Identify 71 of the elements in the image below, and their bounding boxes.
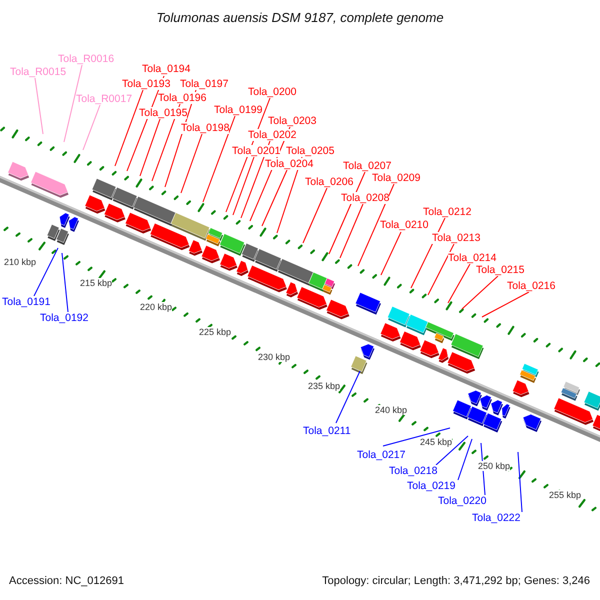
leader-line (458, 438, 472, 480)
gene-label: Tola_0222 (472, 512, 520, 524)
scale-label: 245 kbp (420, 437, 452, 447)
leader-line (358, 184, 394, 266)
leader-line (428, 244, 454, 296)
scale-label: 210 kbp (4, 257, 36, 267)
leader-line (262, 170, 288, 226)
scale-label: 240 kbp (375, 405, 408, 415)
leader-line (34, 248, 58, 296)
gene-label: Tola_0203 (268, 115, 316, 127)
gene-label: Tola_R0016 (58, 53, 114, 65)
gene-label: Tola_0194 (142, 63, 190, 75)
scale-label: 215 kbp (80, 278, 112, 288)
gene-label: Tola_0196 (158, 92, 206, 104)
gene-label: Tola_0191 (2, 296, 50, 308)
leader-line (62, 252, 68, 312)
gene-label: Tola_0200 (248, 86, 296, 98)
leader-line (302, 188, 328, 244)
leader-line (382, 428, 450, 446)
gene-label: Tola_0216 (507, 280, 556, 292)
leader-line (34, 78, 44, 134)
gene-label: Tola_0192 (40, 312, 88, 324)
leader-line (336, 370, 360, 424)
gene-label: Tola_0205 (286, 145, 334, 157)
leader-line (482, 292, 530, 318)
leader-line (232, 156, 254, 216)
gene-label: Tola_R0015 (10, 66, 66, 78)
leader-line (448, 264, 470, 304)
gene-label: Tola_0201 (232, 145, 280, 157)
footer-note: Topology: circular; Length: 3,471,292 bp; Genes: 3,246 (322, 575, 590, 588)
scale-label: 225 kbp (199, 327, 232, 337)
gene-label: Tola_0215 (476, 264, 524, 276)
gene-label: Tola_0193 (122, 78, 170, 90)
gene-label: Tola_0212 (423, 206, 472, 218)
gene-label: Tola_0195 (139, 107, 188, 119)
leader-line (64, 64, 82, 142)
gene-label: Tola_0220 (438, 495, 486, 507)
leader-line (180, 134, 202, 194)
gene-label: Tola_0218 (389, 465, 438, 477)
gene-label: Tola_0202 (248, 129, 296, 141)
gene-label: Tola_0211 (303, 425, 351, 437)
diagram-title: Tolumonas auensis DSM 9187, complete genome (155, 10, 445, 25)
footer-note: Accession: NC_012691 (9, 575, 124, 588)
scale-label: 255 kbp (549, 490, 582, 500)
scale-label: 235 kbp (308, 381, 340, 391)
gene-label: Tola_0204 (265, 158, 314, 170)
leader-line (380, 232, 402, 276)
gene-label: Tola_0206 (305, 176, 354, 188)
gene-label: Tola_0214 (448, 252, 496, 264)
gene-label: Tola_0213 (432, 232, 480, 244)
leader-line (140, 118, 160, 176)
leader-line (82, 104, 100, 150)
gene-label: Tola_0209 (372, 172, 420, 184)
leader-line (462, 276, 498, 310)
leader-line (114, 90, 144, 166)
gene-label: Tola_0199 (214, 104, 262, 116)
gene-label: Tola_0217 (357, 449, 406, 461)
scale-label: 250 kbp (478, 461, 510, 471)
leader-line (518, 452, 522, 512)
gene-label: Tola_0219 (407, 480, 456, 492)
leader-line (202, 116, 236, 202)
leader-line (436, 436, 468, 466)
gene-label: Tola_0197 (180, 78, 228, 90)
gene-label: Tola_0198 (181, 122, 230, 134)
scale-label: 220 kbp (140, 302, 172, 312)
gene-label: Tola_0210 (380, 219, 428, 231)
gene-label: Tola_R0017 (76, 93, 132, 105)
gene-label: Tola_0207 (343, 160, 392, 172)
scale-label: 230 kbp (258, 352, 290, 362)
gene-label: Tola_0208 (341, 192, 390, 204)
leader-line (340, 204, 364, 258)
